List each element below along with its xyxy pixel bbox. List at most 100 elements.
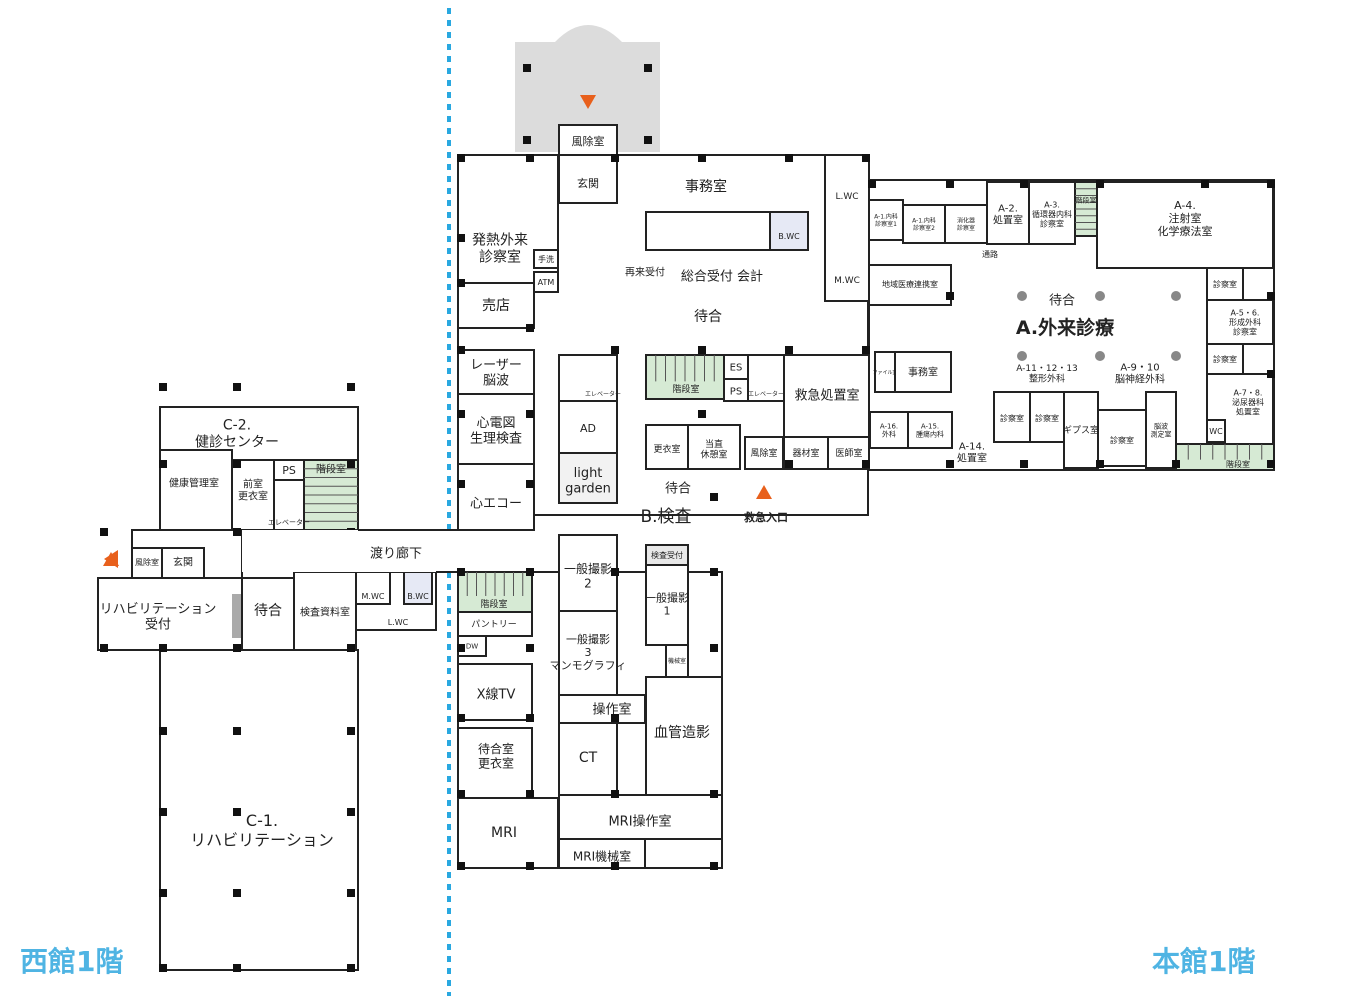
west-pillar: [233, 808, 241, 816]
west-pillar: [347, 460, 355, 468]
exam-room-m2-label: 診察室: [1035, 413, 1059, 423]
a1-room2: [902, 204, 946, 244]
main-pillar: [611, 154, 619, 162]
fever-clinic-label: 発熱外来診察室: [472, 233, 528, 266]
exam-room-e2-label: 診察室: [1213, 354, 1237, 364]
main-pillar: [946, 292, 954, 300]
main-pillar: [1267, 180, 1275, 188]
a1-2-label-line: A-1.内科: [912, 217, 936, 225]
a7-8-label-line: 処置室: [1236, 406, 1260, 416]
west-waiting-label: 待合: [254, 603, 282, 619]
pillar-dot: [1095, 351, 1105, 361]
radiography2-label-line: 一般撮影: [564, 561, 612, 576]
main-office-label: 事務室: [685, 178, 727, 195]
west-pillar: [159, 460, 167, 468]
ad-room: [558, 400, 618, 454]
xray-tv-label-line: X線TV: [477, 687, 516, 703]
ad-label: AD: [580, 422, 596, 435]
west-pillar: [233, 644, 241, 652]
canopy-pillar: [523, 136, 531, 144]
digestive-label-line: 診察室: [957, 224, 975, 232]
main-toilets: [824, 154, 870, 302]
west-pillar: [347, 808, 355, 816]
main-pillar: [868, 180, 876, 188]
digestive-label: 消化器診察室: [957, 217, 975, 232]
pillar-dot: [1017, 291, 1027, 301]
main-lwc-label-line: L.WC: [835, 192, 858, 202]
exam-reception-label: 検査受付: [651, 550, 683, 560]
machine-label: 機械室: [668, 657, 686, 665]
south-stairs-label: 階段室: [480, 598, 507, 610]
c2-label-line: C-2.: [223, 418, 251, 434]
main-mwc-label-line: M.WC: [834, 276, 860, 286]
fever-clinic-label-line: 発熱外来: [472, 233, 528, 249]
bwc-main: [769, 211, 809, 251]
pantry-label-line: パントリー: [471, 619, 516, 630]
west-pillar: [159, 727, 167, 735]
a11-13-label-line: 整形外科: [1029, 373, 1065, 385]
main-pillar: [526, 480, 534, 488]
es-label-line: ES: [730, 363, 743, 374]
a2-room: [986, 181, 1030, 245]
light-garden: [558, 452, 618, 504]
a7-8-label-line: 泌尿器科: [1232, 397, 1264, 407]
ps-label: PS: [730, 387, 742, 398]
cast-room: [1063, 391, 1099, 469]
ct-room: [558, 722, 618, 796]
a3-label-line: 診察室: [1040, 218, 1064, 228]
west-ps-label: PS: [282, 464, 296, 477]
a1-2-label: A-1.内科診察室2: [912, 217, 936, 232]
a4-label: A-4.注射室化学療法室: [1158, 199, 1213, 238]
west-bwc-label: B.WC: [407, 592, 429, 601]
c1-label: C-1.リハビリテーション: [190, 811, 334, 849]
main-pillar: [526, 714, 534, 722]
a4-label-line: 注射室: [1169, 211, 1202, 225]
exam-room-e1-label: 診察室: [1213, 279, 1237, 289]
west-mwc-label: M.WC: [362, 592, 385, 601]
changing-room: [645, 424, 689, 470]
atm-label-line: ATM: [538, 278, 555, 287]
main-pillar: [1020, 460, 1028, 468]
ecg-room: [457, 393, 535, 465]
health-mgmt-label: 健康管理室: [169, 477, 219, 490]
brain-label-line: 測定室: [1151, 430, 1172, 439]
regional-room: [868, 264, 952, 306]
revisit-label: 再来受付: [625, 266, 665, 279]
a1-1-label-line: A-1.内科: [874, 213, 898, 221]
waiting-a-label: 待合: [1049, 294, 1075, 309]
main-pillar: [526, 410, 534, 418]
pillar-dot: [1171, 291, 1181, 301]
main-pillar: [1267, 370, 1275, 378]
a7-8-label: A-7・8.泌尿器科処置室: [1232, 388, 1264, 416]
west-pillar: [233, 460, 241, 468]
a1-1-label-line: 診察室1: [875, 220, 897, 228]
main-office-label-line: 事務室: [685, 178, 727, 195]
radiography3-label-line: マンモグラフィ: [550, 658, 627, 672]
east-stairs-label-line: 階段室: [1226, 459, 1250, 469]
filing-label: ファイル室: [872, 369, 897, 376]
mri-machine-label-line: MRI機械室: [573, 848, 631, 863]
main-lobby-label: 玄関: [577, 176, 599, 190]
main-pillar: [1201, 180, 1209, 188]
main-lwc-label: L.WC: [835, 192, 858, 202]
a2-label-line: 処置室: [993, 214, 1023, 227]
filing-label-line: ファイル室: [872, 369, 897, 376]
main-pillar: [457, 279, 465, 287]
exam-records-label: 検査資料室: [300, 606, 350, 619]
angio-label: 血管造影: [654, 725, 710, 741]
office2-label: 事務室: [908, 366, 938, 379]
west-mwc-label-line: M.WC: [362, 592, 385, 601]
health-mgmt-room: [159, 449, 233, 531]
bwc-main-label-line: B.WC: [778, 232, 800, 241]
west-lobby: [161, 547, 205, 579]
main-mwc-label: M.WC: [834, 276, 860, 286]
waiting-changing-label-line: 待合室: [478, 741, 514, 756]
er-windbreak-label: 風除室: [750, 447, 777, 459]
radiography1: [645, 564, 689, 646]
c1-label-line: リハビリテーション: [190, 830, 334, 849]
a16-label: A-16.外科: [880, 422, 898, 438]
